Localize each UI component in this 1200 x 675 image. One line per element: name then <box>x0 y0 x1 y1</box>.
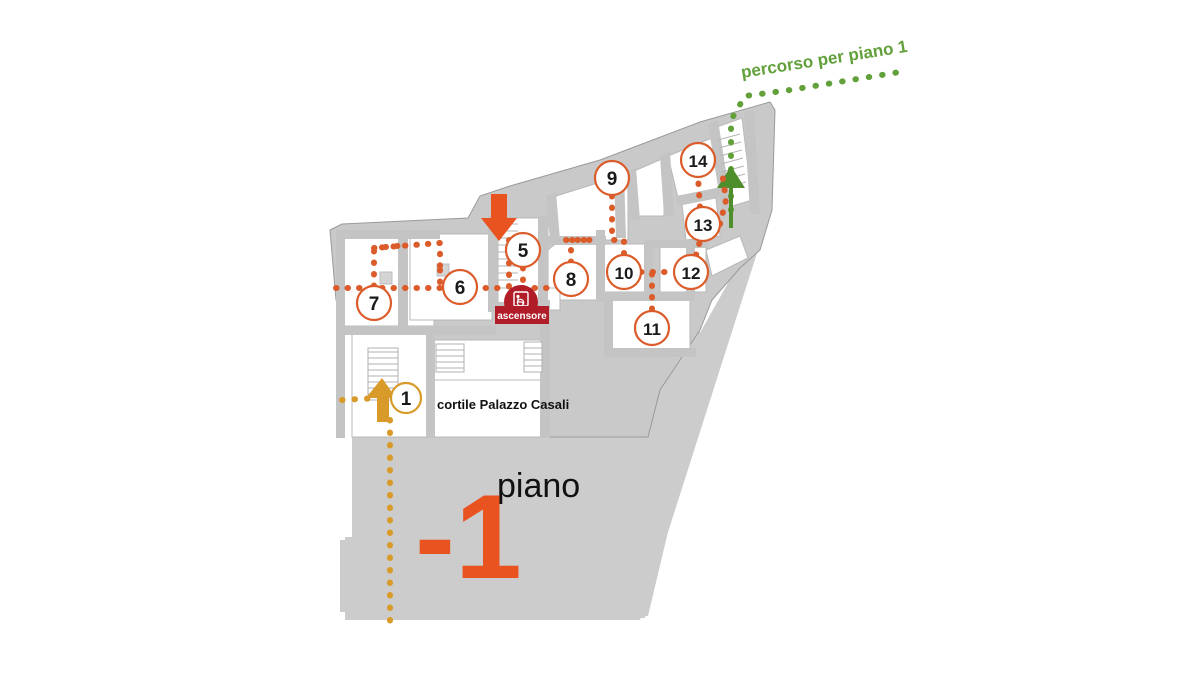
wall-part-1 <box>336 230 440 239</box>
stair-step <box>717 133 741 141</box>
marker-label: 6 <box>455 278 466 299</box>
marker-circle[interactable] <box>679 141 717 179</box>
green-route-dotted-path <box>728 69 903 213</box>
map-marker-8[interactable]: 8 <box>552 260 590 298</box>
marker-label: 8 <box>566 270 577 291</box>
wall-part-5 <box>426 326 435 438</box>
marker-label: 1 <box>401 389 412 410</box>
wall-part-18 <box>628 168 640 220</box>
marker-circle[interactable] <box>389 381 423 415</box>
wall-part-17 <box>604 348 696 357</box>
marker-circle[interactable] <box>441 268 479 306</box>
marker-label: 7 <box>369 294 380 315</box>
elevator-badge[interactable]: ascensore <box>495 285 549 324</box>
marker-circle[interactable] <box>552 260 590 298</box>
marker-circle[interactable] <box>593 159 631 197</box>
stairs-courtyard-right <box>523 341 543 373</box>
corridor-right <box>705 235 749 277</box>
marker-circle[interactable] <box>684 205 722 243</box>
marker-label: 5 <box>518 241 529 262</box>
map-marker-12[interactable]: 12 <box>672 253 710 291</box>
wall-part-14 <box>652 240 708 248</box>
gold-up-arrow <box>366 378 396 422</box>
wall-part-4 <box>336 326 496 335</box>
map-marker-11[interactable]: 11 <box>633 309 671 347</box>
map-marker-14[interactable]: 14 <box>679 141 717 179</box>
elevator-label-box[interactable] <box>495 306 549 324</box>
wall-part-7 <box>538 216 548 316</box>
markers-layer: 1 5 6 7 8 9 10 11 12 13 14 <box>355 141 722 415</box>
map-marker-5[interactable]: 5 <box>504 231 542 269</box>
marker-label: 11 <box>643 320 661 339</box>
path-9-to-10 <box>609 193 627 258</box>
stairs-center <box>435 343 465 373</box>
wall-part-3 <box>398 232 408 328</box>
marker-circle[interactable] <box>633 309 671 347</box>
wall-part-15 <box>604 300 613 356</box>
stair-step <box>720 157 744 165</box>
marker-circle[interactable] <box>605 253 643 291</box>
stair-cy-box <box>523 341 543 373</box>
map-marker-10[interactable]: 10 <box>605 253 643 291</box>
map-marker-13[interactable]: 13 <box>684 205 722 243</box>
marker-circle[interactable] <box>672 253 710 291</box>
map-marker-9[interactable]: 9 <box>593 159 631 197</box>
marker-label: 13 <box>694 216 713 235</box>
path-7-to-6 <box>371 239 443 289</box>
wall-part-6 <box>488 216 498 312</box>
stair-center-box <box>435 343 465 373</box>
map-marker-1[interactable]: 1 <box>389 381 423 415</box>
marker-label: 9 <box>607 169 618 190</box>
map-marker-6[interactable]: 6 <box>441 268 479 306</box>
courtyard-label: cortile Palazzo Casali <box>437 397 569 412</box>
wall-part-9 <box>540 300 550 438</box>
floor-word-label: piano <box>497 467 580 505</box>
wall-part-10 <box>596 230 605 302</box>
marker-circle[interactable] <box>355 284 393 322</box>
path-13-to-stair <box>717 169 730 227</box>
floor-number-label: -1 <box>415 470 522 604</box>
wall-part-19 <box>660 152 674 216</box>
map-marker-7[interactable]: 7 <box>355 284 393 322</box>
marker-label: 14 <box>689 152 708 171</box>
wall-part-13 <box>644 240 653 300</box>
gold-route <box>339 378 396 625</box>
orange-down-arrow <box>481 194 517 241</box>
wall-part-23 <box>546 192 560 240</box>
path-8-up <box>568 237 593 265</box>
column <box>379 271 393 285</box>
path-13-to-14 <box>695 174 703 210</box>
elevator-label: ascensore <box>497 311 547 322</box>
marker-circle[interactable] <box>504 231 542 269</box>
marker-label: 10 <box>615 264 634 283</box>
lower-block-silhouette <box>345 322 716 616</box>
path-12-to-13 <box>693 238 703 258</box>
orange-routes <box>333 169 730 314</box>
marker-label: 12 <box>682 264 701 283</box>
wall-part-22 <box>744 110 760 214</box>
